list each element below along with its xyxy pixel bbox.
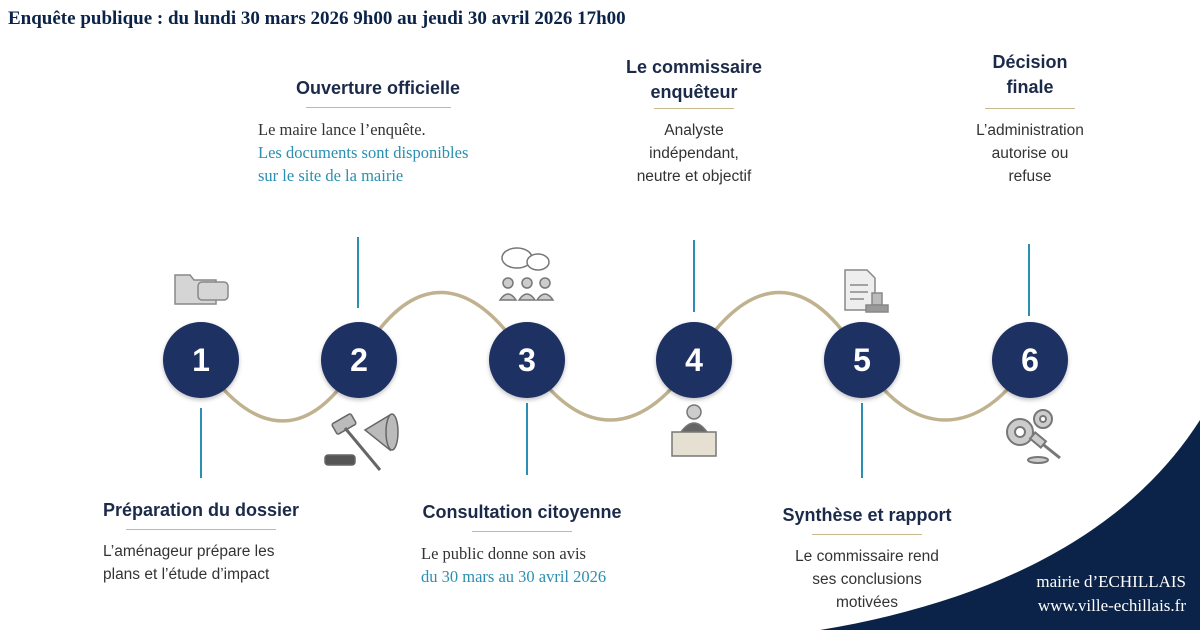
gears-gavel-icon [1006,409,1061,464]
footer-swoosh [820,420,1200,630]
step-2-circle: 2 [321,322,397,398]
step-3-block: Consultation citoyenne Le public donne s… [407,500,637,588]
footer: mairie d’ECHILLAIS www.ville-echillais.f… [1036,570,1186,618]
step-text: Analyste [664,122,724,139]
footer-url[interactable]: www.ville-echillais.fr [1037,596,1186,615]
folder-scroll-icon [174,274,229,305]
step-text: refuse [1008,168,1052,185]
step-text: plans et l’étude d’impact [103,566,270,583]
step-title: Le commissaire [625,57,763,77]
step-1-block: Préparation du dossier L’aménageur prépa… [91,498,311,586]
divider [472,531,572,532]
footer-name: mairie d’ECHILLAIS [1036,572,1186,591]
step-text: Le public donne son avis [421,544,586,563]
step-text: autorise ou [991,145,1069,162]
step-text: Le commissaire rend [795,548,939,565]
step-4-circle: 4 [656,322,732,398]
divider [305,107,451,108]
step-highlight: Les documents sont disponibles [258,143,469,162]
page-title: Enquête publique : du lundi 30 mars 2026… [8,8,626,29]
divider [985,108,1075,109]
step-text: neutre et objectif [636,168,752,185]
step-text: motivées [835,594,899,611]
document-stamp-icon [844,269,889,313]
connector-lines [200,237,1030,478]
step-1-circle: 1 [163,322,239,398]
step-title: Décision [992,52,1068,72]
step-title: Préparation du dossier [102,500,300,520]
step-title: Synthèse et rapport [782,505,952,525]
step-title: finale [1006,77,1054,97]
step-title: enquêteur [650,82,738,102]
step-6-circle: 6 [992,322,1068,398]
step-title: Ouverture officielle [295,78,461,98]
divider [654,108,734,109]
people-speech-icon [498,247,555,301]
step-text: L’aménageur prépare les [103,543,275,560]
step-highlight: sur le site de la mairie [258,166,404,185]
gavel-megaphone-icon [324,413,399,471]
step-text: L’administration [976,122,1084,139]
step-title: Consultation citoyenne [422,502,622,522]
step-3-circle: 3 [489,322,565,398]
step-4-block: Le commissaire enquêteur Analyste indépe… [594,55,794,188]
step-text: indépendant, [649,145,739,162]
step-highlight: du 30 mars au 30 avril 2026 [421,567,607,586]
step-5-circle: 5 [824,322,900,398]
step-text: ses conclusions [812,571,922,588]
step-5-block: Synthèse et rapport Le commissaire rend … [762,503,972,614]
step-text: Le maire lance l’enquête. [258,120,426,139]
divider [126,529,276,530]
step-6-block: Décision finale L’administration autoris… [940,50,1120,188]
step-2-block: Ouverture officielle Le maire lance l’en… [248,76,508,187]
commissioner-desk-icon [671,404,717,457]
divider [812,534,922,535]
